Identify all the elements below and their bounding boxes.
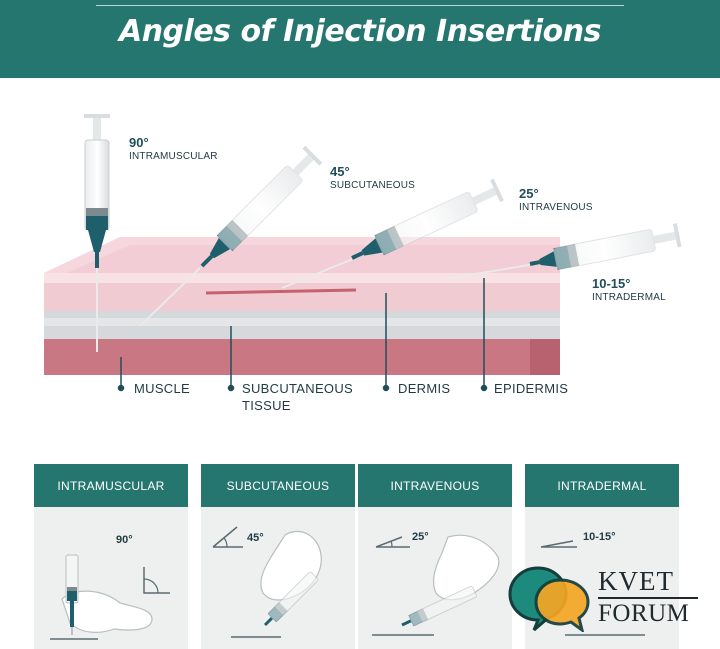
card-angle: 90° [116,534,133,546]
header-divider [96,5,624,6]
layer-label-muscle: MUSCLE [134,381,190,396]
angle-90-type: INTRAMUSCULAR [129,151,218,162]
card-angle: 10-15° [583,531,616,543]
dermis-layer [44,283,560,311]
card-title: INTRAMUSCULAR [34,464,188,507]
card-angle: 25° [412,531,429,543]
card-angle: 45° [247,532,264,544]
subcutaneous-hand-illustration [212,526,322,638]
epidermis-layer [44,273,560,283]
card-title: INTRAVENOUS [358,464,512,507]
angle-25-type: INTRAVENOUS [519,202,593,213]
skin-top-surface [44,237,560,273]
kvet-forum-logo-icon [508,566,590,632]
skin-layer-diagram [44,114,682,392]
card-subcutaneous: SUBCUTANEOUS 45° [201,464,355,649]
layer-label-dermis: DERMIS [398,381,451,396]
page-title: Angles of Injection Insertions [118,14,602,49]
syringe-90-icon [84,114,110,268]
layer-label-subcutaneous: SUBCUTANEOUS TISSUE [242,381,353,413]
angle-10-15-degree: 10-15° [592,276,631,291]
angle-90-degree: 90° [129,135,149,150]
logo-text-forum: FORUM [598,600,690,627]
logo-underline [598,597,698,599]
logo-text-kvet: KVET [598,566,674,596]
skin-top-highlight [44,237,560,276]
epidermis-leader [480,278,488,392]
syringe-10-15-icon [529,223,682,270]
id-needle [444,263,536,280]
muscle-layer [44,339,560,375]
syringe-45-icon [200,145,323,268]
intradermal-hand-illustration [540,540,645,636]
muscle-leader [117,357,125,392]
card-title: INTRADERMAL [525,464,679,507]
subcutaneous-leader [227,326,235,392]
vein-slit [205,288,357,295]
header-banner: Angles of Injection Insertions [0,0,720,78]
iv-needle [281,255,361,289]
subcutaneous-highlight [44,318,560,326]
card-intravenous: INTRAVENOUS 25° [358,464,512,649]
angle-10-15-type: INTRADERMAL [592,292,666,303]
layer-label-epidermis: EPIDERMIS [494,381,569,396]
muscle-shade [530,339,560,375]
sc-needle [139,267,201,327]
intravenous-hand-illustration [372,534,500,636]
intramuscular-hand-illustration [50,554,170,640]
angle-25-degree: 25° [519,186,539,201]
card-title: SUBCUTANEOUS [201,464,355,507]
angle-45-type: SUBCUTANEOUS [330,180,416,191]
syringe-25-icon [351,178,504,260]
card-intramuscular: INTRAMUSCULAR 90° [34,464,188,649]
angle-45-degree: 45° [330,164,350,179]
dermis-leader [382,293,390,392]
